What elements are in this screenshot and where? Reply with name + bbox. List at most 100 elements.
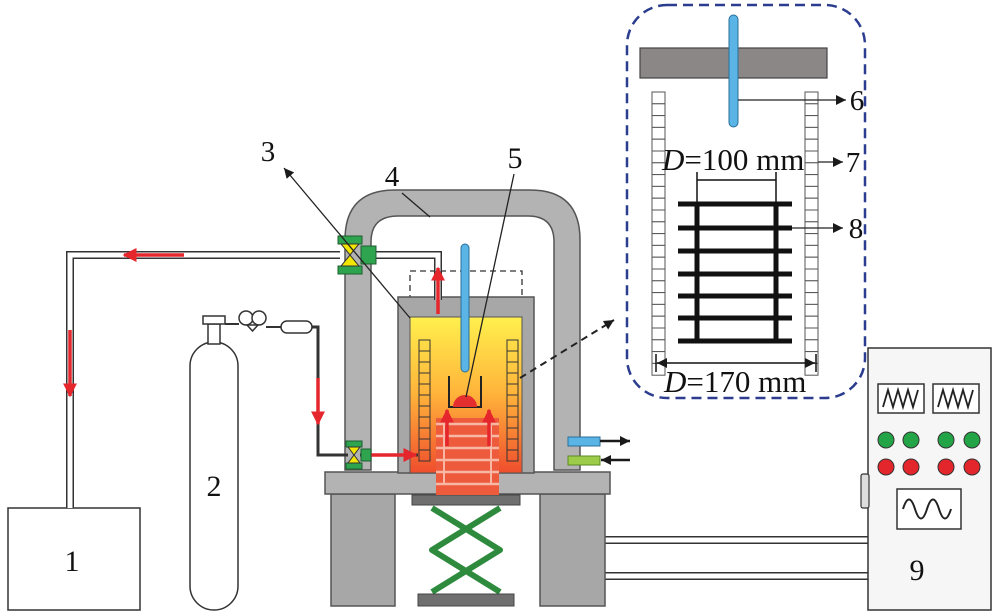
heating-coil-segment xyxy=(651,280,666,294)
heating-coil-segment xyxy=(651,233,666,246)
heating-coil-segment xyxy=(804,280,819,294)
zigzag-signal-icon xyxy=(937,386,974,411)
callout-6: 6 xyxy=(850,85,865,117)
gas-cylinder: 2 xyxy=(189,310,313,611)
detail-inset: 6 D=100 mm 7 8 D=170 mm xyxy=(625,3,867,400)
box-1-body xyxy=(7,507,141,611)
right-pedestal xyxy=(539,493,606,607)
heating-coil-segment xyxy=(651,126,666,140)
leader-3 xyxy=(283,167,411,319)
scissor-lift-arm-a xyxy=(430,505,503,595)
inset-pointer-arrow xyxy=(519,319,615,379)
heating-coil-segment xyxy=(651,315,666,329)
valve-cap-bottom xyxy=(337,265,363,275)
inset-heating-element-right xyxy=(804,91,819,376)
diameter-value: =170 mm xyxy=(686,364,806,399)
exhaust-valve xyxy=(337,235,377,275)
diameter-symbol: D xyxy=(661,142,684,177)
heating-coil-segment xyxy=(804,103,819,117)
outer-bell xyxy=(344,189,581,471)
indicator-green xyxy=(902,431,920,449)
inset-heating-element-left xyxy=(651,91,666,376)
gauge-icon xyxy=(251,310,267,326)
callout-8: 8 xyxy=(849,213,864,245)
exhaust-branch-inner xyxy=(376,252,441,300)
cooling-connections xyxy=(567,436,630,466)
inner-diameter-label: D=100 mm xyxy=(661,142,804,177)
diameter-symbol: D xyxy=(663,364,686,399)
indicator-red xyxy=(877,458,895,476)
heating-coil-segment xyxy=(651,244,666,258)
cylinder-neck xyxy=(207,323,221,345)
outer-diameter-label: D=170 mm xyxy=(663,364,806,399)
heating-coil-segment xyxy=(651,303,666,317)
valve-fitting xyxy=(360,448,372,462)
furnace-body xyxy=(397,243,535,495)
inlet-valve xyxy=(345,440,372,470)
exhaust-branch-outer xyxy=(376,251,442,300)
heating-coil-segment xyxy=(651,197,666,211)
heating-coil-segment xyxy=(651,256,666,270)
heating-coil-segment xyxy=(804,126,819,140)
heating-element-left xyxy=(418,339,431,462)
control-panel: 9 xyxy=(860,347,992,611)
sample-dome xyxy=(453,395,477,407)
callout-2: 2 xyxy=(207,470,222,503)
callout-5: 5 xyxy=(508,142,523,175)
heating-coil-segment xyxy=(804,91,819,105)
heating-coil-segment xyxy=(651,115,666,128)
valve-seat-bottom xyxy=(339,254,361,267)
exhaust-line xyxy=(63,248,445,508)
left-pedestal xyxy=(330,493,396,607)
sample-holder xyxy=(678,201,792,344)
furnace-base xyxy=(324,471,611,607)
valve-fitting xyxy=(360,245,377,265)
indicator-red xyxy=(963,458,981,476)
indicator-green xyxy=(937,431,955,449)
heating-coil-segment xyxy=(804,256,819,270)
valve-seat-top xyxy=(347,446,361,456)
control-cables xyxy=(605,536,868,580)
coolant-inlet xyxy=(567,455,601,466)
heating-coil-segment xyxy=(651,268,666,282)
heating-coil-segment xyxy=(651,185,666,199)
heating-coil-segment xyxy=(804,162,819,176)
indicator-red xyxy=(902,458,920,476)
indicator-green xyxy=(963,431,981,449)
callout-9: 9 xyxy=(910,554,925,587)
coolant-outlet xyxy=(567,436,601,447)
heating-coil-segment xyxy=(804,233,819,246)
heating-coil-segment xyxy=(651,339,666,353)
heating-coil-segment xyxy=(804,115,819,128)
callout-3: 3 xyxy=(261,136,276,168)
heating-coil-segment xyxy=(418,449,431,462)
callout-1: 1 xyxy=(65,545,80,578)
heating-coil-segment xyxy=(804,327,819,341)
heating-coil-segment xyxy=(651,91,666,105)
heating-coil-segment xyxy=(651,221,666,235)
exhaust-pipe-inner xyxy=(67,252,340,508)
heating-coil-segment xyxy=(804,174,819,187)
lift-bottom-plate xyxy=(417,593,515,607)
heating-coil-segment xyxy=(804,138,819,152)
callout-7: 7 xyxy=(846,147,861,179)
heating-coil-segment xyxy=(651,103,666,117)
valve-seat-top xyxy=(339,243,361,256)
leader-5 xyxy=(465,173,515,398)
gauge-icon xyxy=(238,310,254,326)
inset-rod xyxy=(728,14,739,128)
heating-coil-segment xyxy=(804,185,819,199)
panel-handle xyxy=(860,473,870,509)
waveform-display xyxy=(896,488,962,530)
sine-wave-icon xyxy=(902,498,952,520)
indicator-red xyxy=(937,458,955,476)
valve-cap-bottom xyxy=(345,462,363,470)
flowmeter xyxy=(280,320,313,334)
heating-coil-segment xyxy=(804,209,819,223)
heating-coil-segment xyxy=(651,327,666,341)
leader-4 xyxy=(401,192,431,218)
scissor-lift-arm-b xyxy=(429,505,502,595)
heating-element-right xyxy=(506,339,519,462)
lift-top-plate xyxy=(411,494,521,506)
